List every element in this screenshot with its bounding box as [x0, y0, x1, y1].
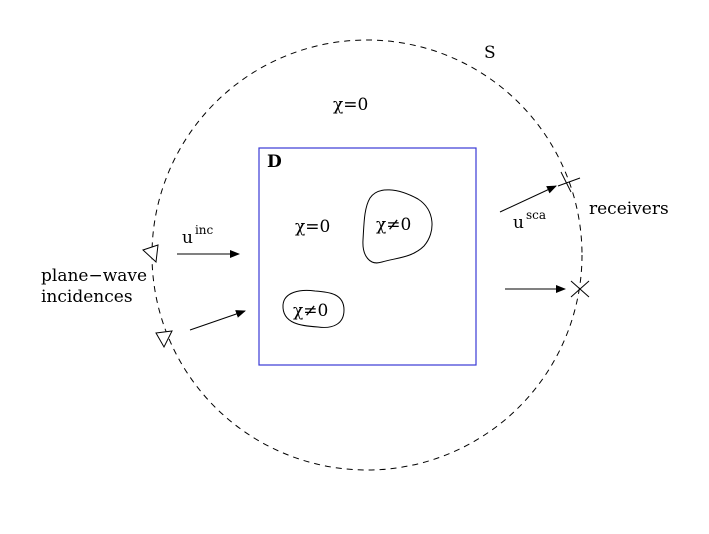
scatterer-1 — [362, 189, 433, 264]
receivers-label: receivers — [589, 199, 669, 219]
scatterer-2 — [282, 289, 345, 328]
scattered-arrow-1 — [499, 185, 557, 213]
incident-arrow-2 — [189, 310, 246, 331]
scattered-field-base: u — [513, 213, 524, 233]
incident-field-sup: inc — [195, 223, 214, 237]
surface-label: S — [484, 43, 496, 63]
receiver-cross-1 — [557, 171, 581, 193]
source-triangle-1 — [142, 244, 159, 264]
scatterer-1-label: χ≠0 — [376, 215, 411, 235]
outer-chi-label: χ=0 — [333, 95, 368, 115]
inner-chi-label: χ=0 — [295, 217, 330, 237]
domain-box — [258, 147, 477, 366]
incidences-label-line1: plane−wave — [41, 266, 147, 286]
incidences-label-line2: incidences — [41, 287, 133, 307]
source-triangle-2 — [155, 330, 173, 349]
receiver-cross-2 — [570, 280, 590, 298]
scatterer-2-label: χ≠0 — [293, 301, 328, 321]
domain-label: D — [267, 152, 282, 172]
scattered-field-sup: sca — [526, 208, 546, 222]
incident-field-base: u — [182, 228, 193, 248]
